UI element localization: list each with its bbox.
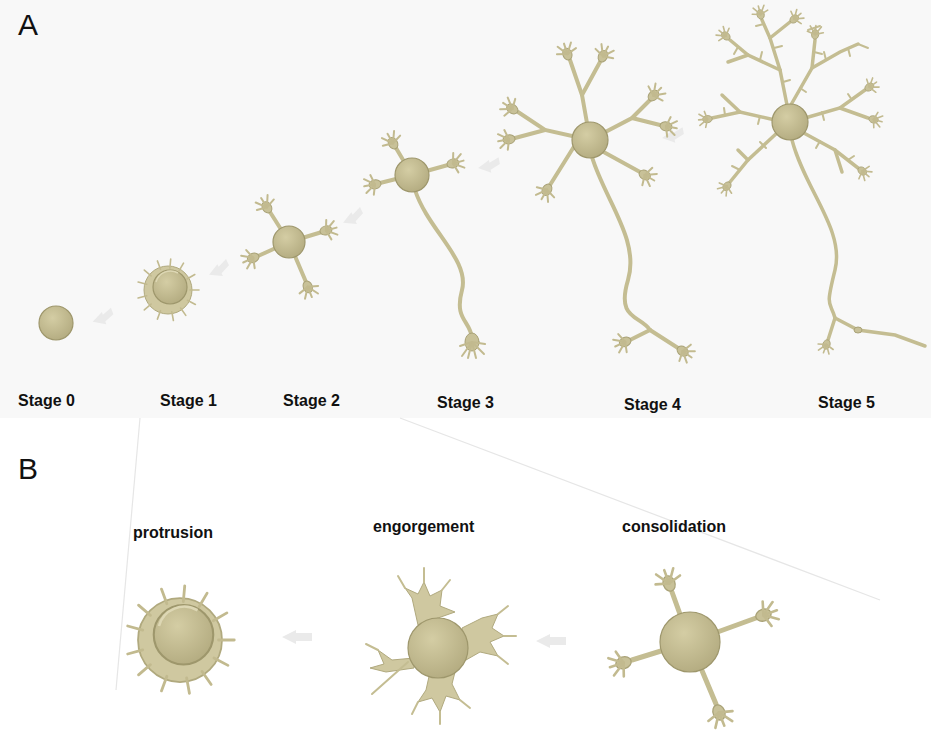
panel-letter: A	[18, 8, 38, 41]
panel-letter: B	[18, 452, 38, 485]
stage-label: Stage 5	[818, 394, 875, 412]
stage-label: Stage 0	[18, 392, 75, 410]
stage-label: Stage 1	[160, 392, 217, 410]
stage-label: Stage 4	[624, 396, 681, 414]
stage-label: Stage 3	[437, 394, 494, 412]
phase-label: consolidation	[622, 518, 726, 536]
phase-label: engorgement	[373, 518, 474, 536]
stage-label: Stage 2	[283, 392, 340, 410]
phase-label: protrusion	[133, 524, 213, 542]
